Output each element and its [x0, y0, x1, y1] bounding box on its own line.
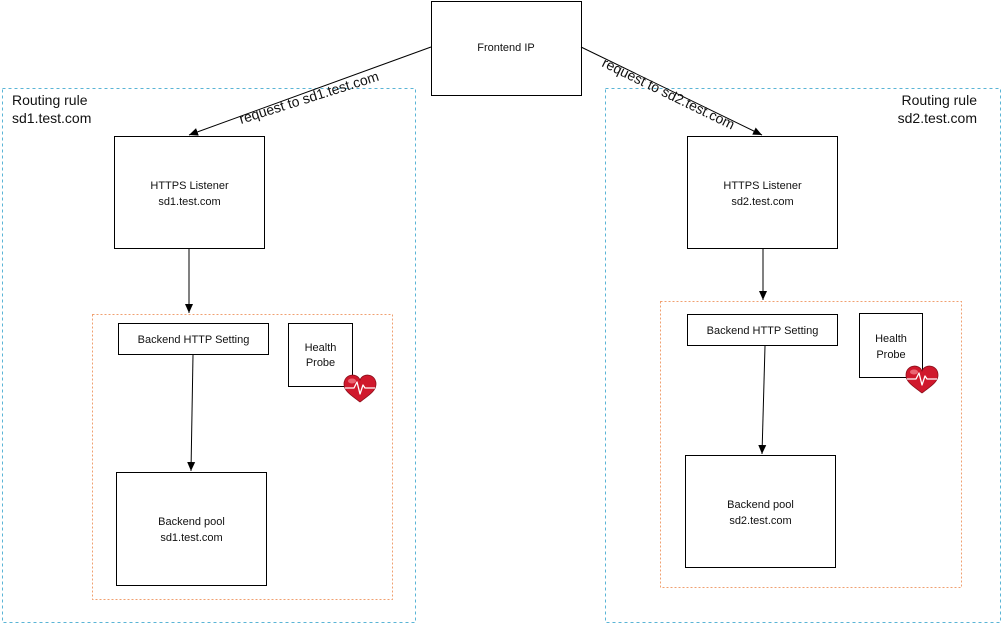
health-probe-1-box: [288, 323, 353, 387]
request-label-1: request to sd1.test.com: [237, 68, 381, 127]
edge-setting-1-to-pool-1: [187, 354, 196, 472]
backend-pool-1-title: Backend pool: [158, 516, 225, 528]
routing-rule-2-title: Routing rule: [902, 92, 978, 108]
edge-setting-2-to-pool-2: [758, 345, 767, 455]
health-probe-1-line2: Probe: [306, 357, 335, 369]
https-listener-2-host: sd2.test.com: [731, 196, 793, 208]
https-listener-2-box: [687, 136, 838, 249]
health-probe-2-line2: Probe: [876, 349, 905, 361]
routing-rule-1-title: Routing rule: [12, 92, 88, 108]
backend-pool-2-host: sd2.test.com: [729, 515, 791, 527]
http-setting-2-label: Backend HTTP Setting: [707, 325, 819, 337]
backend-pool-2-box: [685, 455, 836, 568]
edge-frontend-to-listener-2: [580, 46, 763, 136]
heart-pulse-icon: [343, 374, 377, 403]
routing-rule-2-host: sd2.test.com: [898, 110, 977, 126]
heart-pulse-icon: [905, 365, 939, 394]
edge-frontend-to-listener-1: [188, 46, 432, 136]
http-setting-2-box: [687, 314, 838, 346]
backend-pool-2-title: Backend pool: [727, 499, 794, 511]
https-listener-1-box: [114, 136, 265, 249]
frontend-ip-label: Frontend IP: [477, 42, 534, 54]
backend-pool-1-host: sd1.test.com: [160, 532, 222, 544]
health-probe-2-line1: Health: [875, 333, 907, 345]
health-probe-1-line1: Health: [305, 342, 337, 354]
frontend-ip-box: [431, 1, 582, 96]
routing-rule-2-container: [605, 88, 1001, 623]
routing-rule-1-container: [2, 88, 416, 623]
routing-rule-1-host: sd1.test.com: [12, 110, 91, 126]
http-setting-1-label: Backend HTTP Setting: [138, 334, 250, 346]
request-label-2: request to sd2.test.com: [600, 54, 738, 132]
backend-group-1: [92, 314, 393, 600]
https-listener-2-title: HTTPS Listener: [723, 180, 802, 192]
backend-pool-1-box: [116, 472, 267, 586]
backend-group-2: [660, 301, 962, 588]
https-listener-1-title: HTTPS Listener: [150, 180, 229, 192]
https-listener-1-host: sd1.test.com: [158, 196, 220, 208]
http-setting-1-box: [118, 323, 269, 355]
